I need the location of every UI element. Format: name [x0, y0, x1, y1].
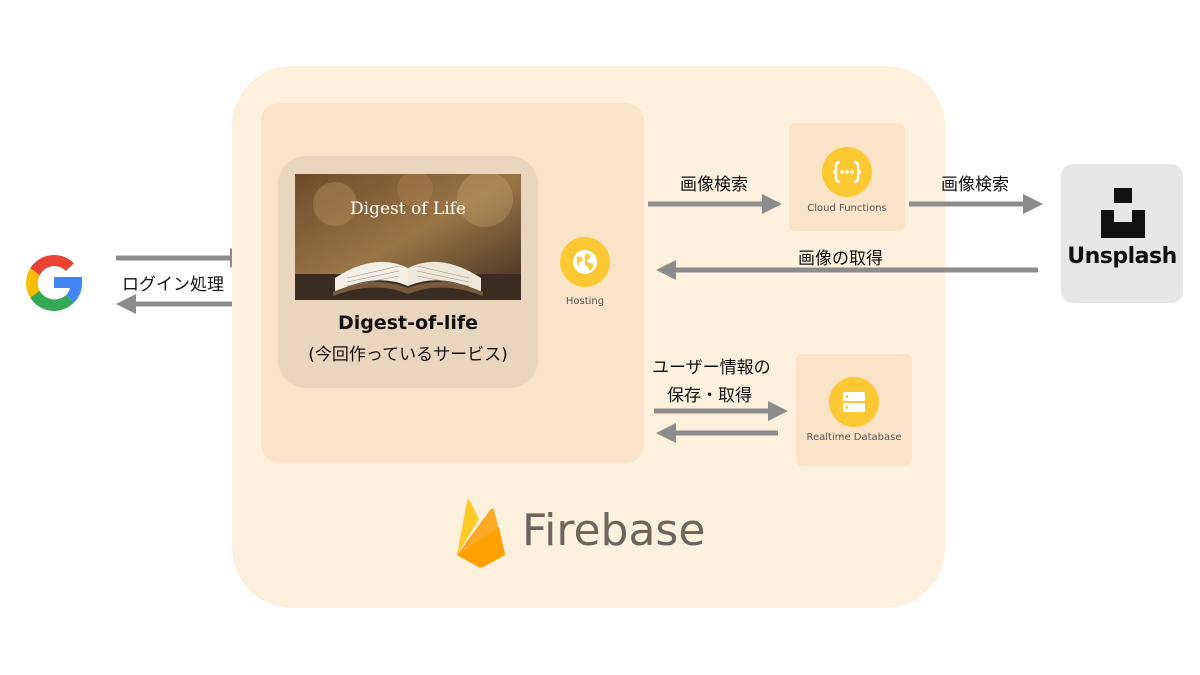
thumbnail-title: Digest of Life: [350, 199, 466, 219]
unsplash-logo: [1101, 188, 1145, 238]
app-subtitle: (今回作っているサービス): [308, 345, 508, 365]
google-logo: [26, 255, 82, 311]
firebase-wordmark: Firebase: [522, 505, 706, 556]
database-icon: [829, 377, 879, 427]
hosting-database-arrows: [654, 401, 788, 443]
app-name: Digest-of-life: [337, 312, 479, 334]
user-info-label-2: 保存・取得: [667, 386, 752, 406]
image-search-label-2: 画像検索: [941, 175, 1009, 195]
functions-icon: [822, 147, 872, 197]
realtime-database-label: Realtime Database: [806, 432, 902, 443]
unsplash-wordmark: Unsplash: [1067, 244, 1177, 269]
hosting-icon: [560, 237, 610, 287]
image-search-label-1: 画像検索: [680, 175, 748, 195]
firebase-flame-logo: [457, 499, 505, 568]
login-label: ログイン処理: [122, 275, 224, 295]
unsplash-to-hosting-arrow: [656, 260, 1038, 280]
hosting-to-functions-arrow: [648, 194, 782, 214]
cloud-functions-label: Cloud Functions: [807, 203, 887, 214]
functions-to-unsplash-arrow: [909, 194, 1043, 214]
image-fetch-label: 画像の取得: [798, 249, 883, 269]
user-info-label-1: ユーザー情報の: [652, 358, 771, 378]
hosting-label: Hosting: [565, 296, 605, 307]
app-thumbnail: Digest of Life: [295, 174, 521, 300]
